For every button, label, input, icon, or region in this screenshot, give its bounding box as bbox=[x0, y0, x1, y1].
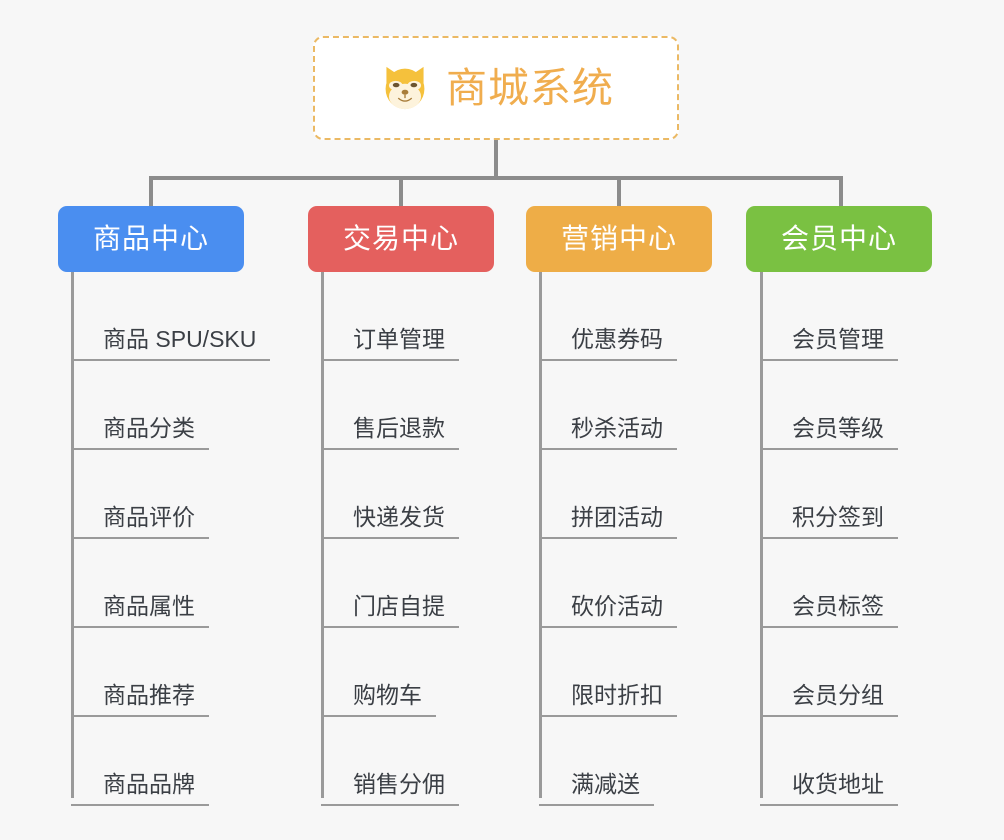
connector-root-stem bbox=[494, 140, 498, 178]
connector-drop-4 bbox=[839, 176, 843, 208]
leaf-item[interactable]: 快递发货 bbox=[321, 450, 531, 539]
category-box-member[interactable]: 会员中心 bbox=[746, 206, 932, 272]
leaf-item[interactable]: 销售分佣 bbox=[321, 717, 531, 806]
leaf-label: 商品品牌 bbox=[71, 771, 209, 806]
leaf-label: 商品分类 bbox=[71, 415, 209, 450]
leaf-label: 商品 SPU/SKU bbox=[71, 326, 271, 361]
leaf-label: 会员管理 bbox=[760, 326, 898, 361]
leaf-item[interactable]: 会员标签 bbox=[760, 539, 970, 628]
leaf-label: 售后退款 bbox=[321, 415, 459, 450]
leaf-column-trade: 订单管理 售后退款 快递发货 门店自提 购物车 销售分佣 bbox=[321, 272, 531, 806]
leaf-item[interactable]: 订单管理 bbox=[321, 272, 531, 361]
category-box-product[interactable]: 商品中心 bbox=[58, 206, 244, 272]
leaf-item[interactable]: 购物车 bbox=[321, 628, 531, 717]
root-node[interactable]: 商城系统 bbox=[313, 36, 679, 140]
column-spine bbox=[539, 272, 542, 798]
leaf-item[interactable]: 门店自提 bbox=[321, 539, 531, 628]
leaf-label: 商品评价 bbox=[71, 504, 209, 539]
leaf-item[interactable]: 会员等级 bbox=[760, 361, 970, 450]
leaf-item[interactable]: 商品推荐 bbox=[71, 628, 281, 717]
leaf-label: 限时折扣 bbox=[539, 682, 677, 717]
category-box-marketing[interactable]: 营销中心 bbox=[526, 206, 712, 272]
leaf-label: 砍价活动 bbox=[539, 593, 677, 628]
connector-drop-2 bbox=[399, 176, 403, 208]
category-box-trade[interactable]: 交易中心 bbox=[308, 206, 494, 272]
leaf-item[interactable]: 积分签到 bbox=[760, 450, 970, 539]
connector-horizontal-bar bbox=[150, 176, 842, 180]
leaf-item[interactable]: 限时折扣 bbox=[539, 628, 749, 717]
leaf-item[interactable]: 商品品牌 bbox=[71, 717, 281, 806]
leaf-item[interactable]: 优惠券码 bbox=[539, 272, 749, 361]
dog-face-icon bbox=[385, 66, 425, 110]
column-spine bbox=[321, 272, 324, 798]
leaf-item[interactable]: 会员管理 bbox=[760, 272, 970, 361]
leaf-column-member: 会员管理 会员等级 积分签到 会员标签 会员分组 收货地址 bbox=[760, 272, 970, 806]
leaf-label: 优惠券码 bbox=[539, 326, 677, 361]
category-label: 商品中心 bbox=[92, 223, 209, 254]
leaf-item[interactable]: 商品分类 bbox=[71, 361, 281, 450]
leaf-label: 门店自提 bbox=[321, 593, 459, 628]
leaf-item[interactable]: 会员分组 bbox=[760, 628, 970, 717]
leaf-item[interactable]: 秒杀活动 bbox=[539, 361, 749, 450]
leaf-label: 秒杀活动 bbox=[539, 415, 677, 450]
leaf-label: 快递发货 bbox=[321, 504, 459, 539]
leaf-item[interactable]: 售后退款 bbox=[321, 361, 531, 450]
category-label: 交易中心 bbox=[342, 223, 459, 254]
leaf-label: 会员分组 bbox=[760, 682, 898, 717]
leaf-item[interactable]: 商品 SPU/SKU bbox=[71, 272, 281, 361]
leaf-label: 收货地址 bbox=[760, 771, 898, 806]
leaf-item[interactable]: 商品属性 bbox=[71, 539, 281, 628]
root-title: 商城系统 bbox=[446, 64, 614, 111]
leaf-label: 会员等级 bbox=[760, 415, 898, 450]
leaf-label: 订单管理 bbox=[321, 326, 459, 361]
leaf-item[interactable]: 砍价活动 bbox=[539, 539, 749, 628]
connector-drop-3 bbox=[617, 176, 621, 208]
leaf-label: 购物车 bbox=[321, 682, 436, 717]
leaf-label: 满减送 bbox=[539, 771, 654, 806]
leaf-label: 商品属性 bbox=[71, 593, 209, 628]
leaf-column-product: 商品 SPU/SKU 商品分类 商品评价 商品属性 商品推荐 商品品牌 bbox=[71, 272, 281, 806]
leaf-item[interactable]: 收货地址 bbox=[760, 717, 970, 806]
leaf-item[interactable]: 商品评价 bbox=[71, 450, 281, 539]
leaf-item[interactable]: 满减送 bbox=[539, 717, 749, 806]
leaf-item[interactable]: 拼团活动 bbox=[539, 450, 749, 539]
column-spine bbox=[71, 272, 74, 798]
category-label: 营销中心 bbox=[560, 223, 677, 254]
category-label: 会员中心 bbox=[780, 223, 897, 254]
connector-drop-1 bbox=[149, 176, 153, 208]
leaf-label: 积分签到 bbox=[760, 504, 898, 539]
leaf-label: 拼团活动 bbox=[539, 504, 677, 539]
leaf-label: 会员标签 bbox=[760, 593, 898, 628]
leaf-column-marketing: 优惠券码 秒杀活动 拼团活动 砍价活动 限时折扣 满减送 bbox=[539, 272, 749, 806]
leaf-label: 销售分佣 bbox=[321, 771, 459, 806]
leaf-label: 商品推荐 bbox=[71, 682, 209, 717]
column-spine bbox=[760, 272, 763, 798]
